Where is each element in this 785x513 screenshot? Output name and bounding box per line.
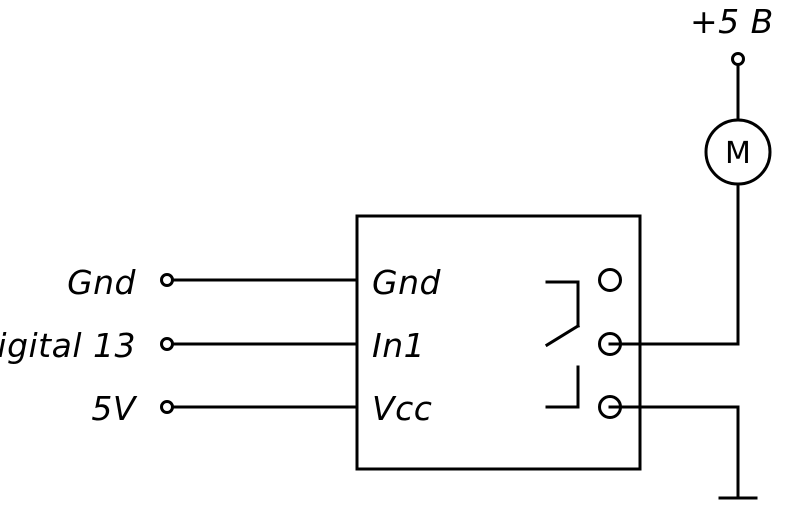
input-label-gnd: Gnd [67, 263, 136, 302]
terminal-supply [731, 52, 745, 66]
relay-contact-lower [545, 365, 580, 409]
terminal-gnd [160, 273, 174, 287]
pin-label-in1: In1 [372, 326, 425, 365]
input-label-digital-13: Digital 13 [0, 326, 136, 365]
pin-label-vcc: Vcc [372, 389, 432, 428]
relay-switch-blade [544, 323, 581, 348]
wire-no-to-ground [608, 405, 740, 500]
input-label-5v: 5V [91, 389, 137, 428]
terminal-5v [160, 400, 174, 414]
supply-label: +5 В [690, 2, 774, 41]
relay-contact-upper [545, 280, 580, 328]
motor-letter: M [725, 136, 751, 171]
pin-label-gnd: Gnd [372, 263, 441, 302]
relay-terminal-nc [598, 268, 622, 292]
terminal-digital-13 [160, 337, 174, 351]
